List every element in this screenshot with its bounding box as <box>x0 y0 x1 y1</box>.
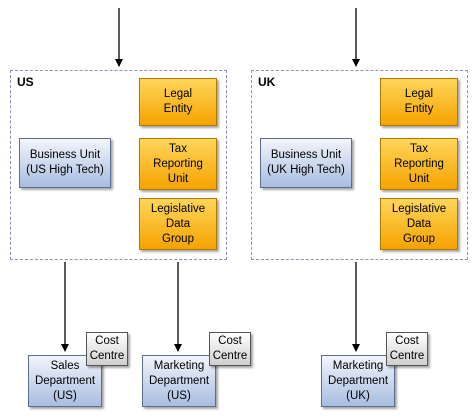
region-uk: UK <box>251 70 468 260</box>
marketing-department-uk: Marketing Department (UK) <box>321 355 395 407</box>
cost-centre-marketing-uk: Cost Centre <box>386 332 428 366</box>
us-legislative-data-group: Legislative Data Group <box>139 198 217 250</box>
uk-legal-entity: Legal Entity <box>380 78 458 126</box>
uk-legislative-data-group: Legislative Data Group <box>380 198 458 250</box>
cost-centre-sales-us: Cost Centre <box>86 332 128 366</box>
us-business-unit: Business Unit (US High Tech) <box>19 138 111 188</box>
cost-centre-marketing-us: Cost Centre <box>209 332 251 366</box>
us-tax-reporting-unit: Tax Reporting Unit <box>139 138 217 190</box>
region-us: US <box>10 70 227 260</box>
region-us-label: US <box>17 75 34 89</box>
region-uk-label: UK <box>258 75 276 89</box>
us-legal-entity: Legal Entity <box>139 78 217 126</box>
uk-tax-reporting-unit: Tax Reporting Unit <box>380 138 458 190</box>
marketing-department-us: Marketing Department (US) <box>142 355 216 407</box>
uk-business-unit: Business Unit (UK High Tech) <box>260 138 352 188</box>
